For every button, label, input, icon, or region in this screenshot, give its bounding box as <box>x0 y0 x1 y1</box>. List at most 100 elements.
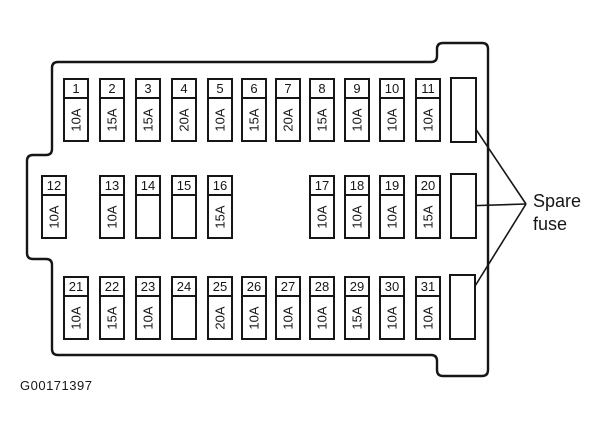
fuse-amperage: 20A <box>176 107 192 132</box>
fuse-amperage: 10A <box>349 204 365 229</box>
fuse-amperage: 15A <box>349 305 365 330</box>
fuse-amperage: 10A <box>104 204 120 229</box>
fuse-amperage: 15A <box>104 107 120 132</box>
fuse-amperage: 10A <box>384 305 400 330</box>
fuse-number: 22 <box>101 278 123 297</box>
fuse-amperage: 10A <box>280 305 296 330</box>
fuse-amperage-area <box>173 196 195 237</box>
fuse-amperage-area: 15A <box>243 99 265 140</box>
fuse-number: 2 <box>101 80 123 99</box>
fuse-number: 29 <box>346 278 368 297</box>
fuse-number: 12 <box>43 177 65 196</box>
fuse-amperage: 10A <box>246 305 262 330</box>
fuse-amperage-area: 15A <box>209 196 231 237</box>
fuse-amperage: 15A <box>140 107 156 132</box>
fuse-amperage: 10A <box>420 107 436 132</box>
fuse-number: 24 <box>173 278 195 297</box>
fuse-amperage-area: 15A <box>417 196 439 237</box>
fuse-amperage-area: 15A <box>101 99 123 140</box>
fuse-number: 30 <box>381 278 403 297</box>
fuse-amperage: 15A <box>212 204 228 229</box>
fuse-amperage: 15A <box>104 305 120 330</box>
fuse-amperage-area: 10A <box>346 99 368 140</box>
fuse-amperage: 10A <box>314 204 330 229</box>
fuse-amperage: 10A <box>420 305 436 330</box>
figure-code: G00171397 <box>20 378 93 393</box>
fuse-amperage-area: 10A <box>381 99 403 140</box>
fuse-amperage: 10A <box>68 305 84 330</box>
spare-fuse-slot-bottom <box>449 274 476 340</box>
fuse-amperage-area: 20A <box>277 99 299 140</box>
spare-fuse-label-line1: Spare <box>533 191 582 211</box>
fuse-amperage-area: 20A <box>173 99 195 140</box>
fuse-amperage-area: 15A <box>101 297 123 338</box>
fuse-amperage: 10A <box>68 107 84 132</box>
fuse-amperage: 10A <box>314 305 330 330</box>
fuse-amperage-area: 10A <box>417 297 439 338</box>
fuse-amperage-area: 10A <box>381 297 403 338</box>
fuse-amperage-area: 10A <box>311 297 333 338</box>
fuse-number: 25 <box>209 278 231 297</box>
fuse-amperage: 15A <box>314 107 330 132</box>
fuse-number: 28 <box>311 278 333 297</box>
fuse-number: 17 <box>311 177 333 196</box>
fuse-amperage: 15A <box>246 107 262 132</box>
fuse-number: 10 <box>381 80 403 99</box>
fuse-number: 8 <box>311 80 333 99</box>
fuse-number: 23 <box>137 278 159 297</box>
fuse-amperage-area: 10A <box>209 99 231 140</box>
fuse-amperage-area: 10A <box>311 196 333 237</box>
fuse-number: 9 <box>346 80 368 99</box>
spare-fuse-label-line2: fuse <box>533 213 568 234</box>
fuse-amperage-area: 10A <box>277 297 299 338</box>
fuse-amperage-area: 20A <box>209 297 231 338</box>
fuse-number: 1 <box>65 80 87 99</box>
fuse-number: 16 <box>209 177 231 196</box>
fuse-amperage: 20A <box>212 305 228 330</box>
fuse-number: 11 <box>417 80 439 99</box>
fuse-slot-14: 14 <box>135 175 161 239</box>
fuse-amperage-area: 10A <box>137 297 159 338</box>
fuse-number: 7 <box>277 80 299 99</box>
fuse-amperage-area: 15A <box>346 297 368 338</box>
fuse-amperage-area: 10A <box>381 196 403 237</box>
fuse-amperage-area: 15A <box>137 99 159 140</box>
fuse-number: 20 <box>417 177 439 196</box>
fuse-amperage: 10A <box>46 204 62 229</box>
fuse-amperage: 10A <box>384 107 400 132</box>
fuse-amperage-area: 10A <box>65 297 87 338</box>
fuse-number: 21 <box>65 278 87 297</box>
fuse-number: 26 <box>243 278 265 297</box>
fuse-amperage: 20A <box>280 107 296 132</box>
fuse-number: 15 <box>173 177 195 196</box>
spare-fuse-slot-middle <box>450 173 477 239</box>
fuse-amperage-area: 10A <box>417 99 439 140</box>
spare-fuse-label: Spare fuse <box>533 190 581 235</box>
fuse-amperage-area: 10A <box>346 196 368 237</box>
fuse-number: 31 <box>417 278 439 297</box>
fuse-amperage-area: 15A <box>311 99 333 140</box>
